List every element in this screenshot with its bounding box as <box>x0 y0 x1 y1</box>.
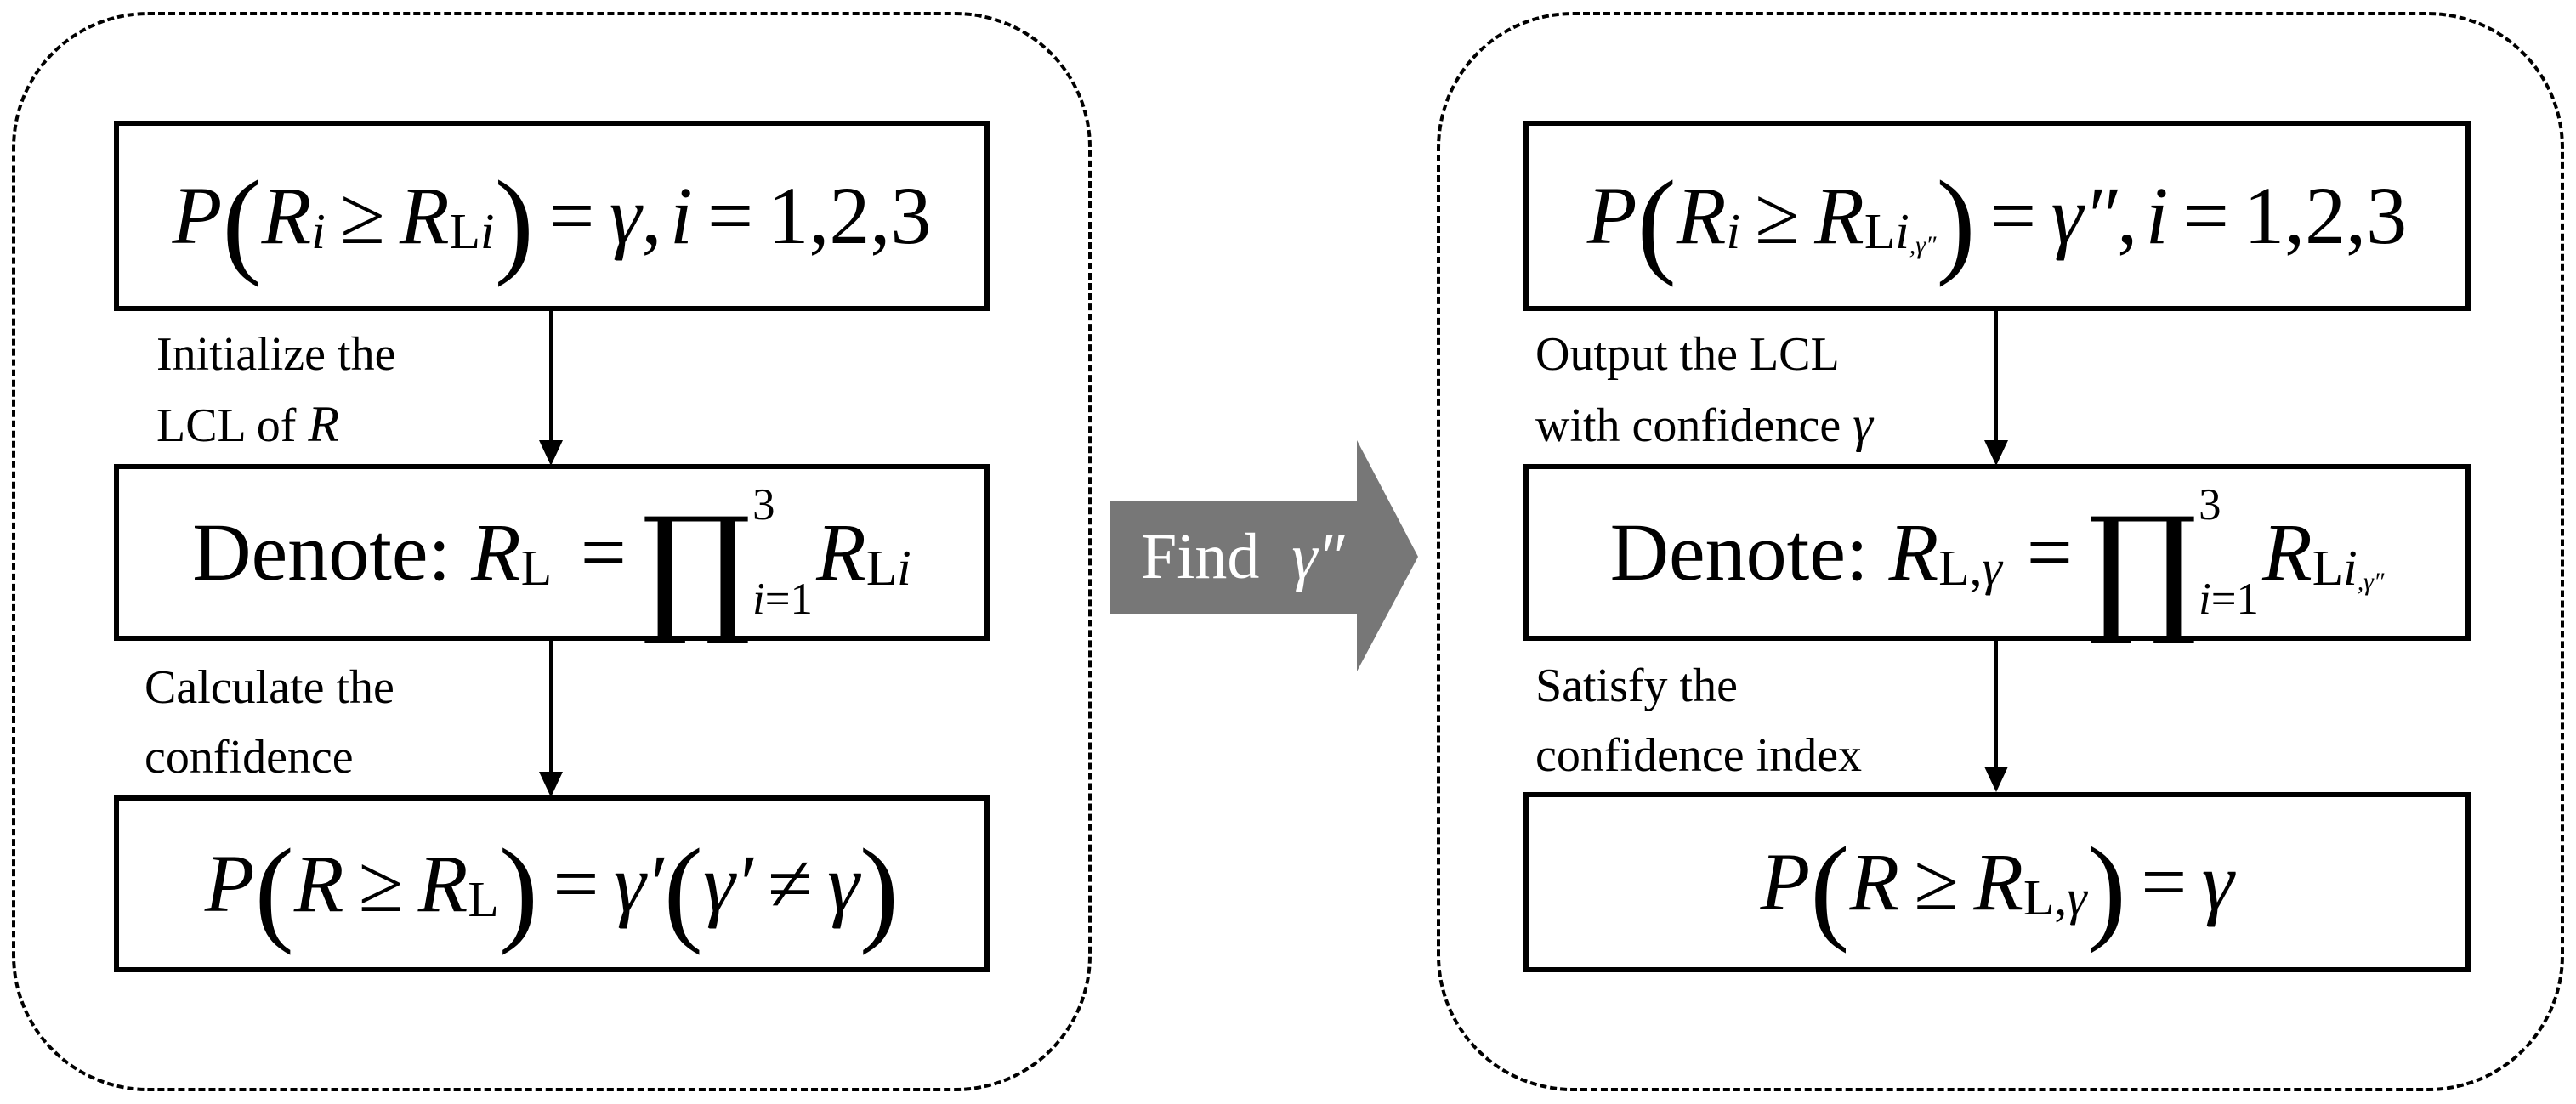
label-line-2: with confidence <box>1535 399 1841 452</box>
sub-l: L <box>449 203 481 260</box>
right-dashed-panel <box>1437 12 2564 1091</box>
geq-symbol: ≥ <box>358 838 404 929</box>
index-i: i <box>2145 170 2169 261</box>
right-label-1: Output the LCL with confidence γ <box>1535 320 1873 461</box>
gamma-symbol: γ <box>2201 836 2234 927</box>
product-upper-limit: 3 <box>2199 480 2221 530</box>
index-i: i <box>670 170 693 261</box>
sub-l-2: L <box>865 540 898 597</box>
r-symbol: R <box>1888 507 1939 597</box>
equals-symbol: = <box>548 170 595 261</box>
find-label: Find γ″ <box>1110 506 1391 608</box>
r-symbol-2: R <box>816 507 866 597</box>
sub-l: L <box>1864 203 1896 260</box>
equals-symbol-2: = <box>2182 170 2229 261</box>
label-line-1: Output the LCL <box>1535 328 1840 381</box>
r-symbol: R <box>261 170 312 261</box>
gamma-symbol: γ <box>1853 396 1873 452</box>
p-symbol: P <box>1586 170 1637 261</box>
product-lower-index: i <box>752 575 765 625</box>
find-text: Find <box>1141 520 1260 592</box>
product-lower-value: =1 <box>2210 575 2259 625</box>
product-upper-limit: 3 <box>752 480 775 530</box>
gamma-prime: γ′ <box>613 838 664 929</box>
r-symbol-2: R <box>2262 507 2312 597</box>
index-values: 1,2,3 <box>768 170 932 261</box>
sub-gamma: γ <box>1982 540 2002 597</box>
gamma-double-prime: γ″ <box>1291 520 1344 592</box>
product-lower-index: i <box>2199 575 2211 625</box>
gamma-prime-2: γ′ <box>702 838 753 929</box>
product-symbol: ∏ <box>2087 488 2199 649</box>
sub-l: L, <box>1938 540 1983 597</box>
label-line-1: Calculate the <box>145 661 394 714</box>
equals-symbol: = <box>553 838 599 929</box>
left-dashed-panel <box>12 12 1092 1091</box>
equals-symbol-2: = <box>706 170 754 261</box>
sub-li: i <box>1895 203 1909 260</box>
label-line-2: confidence index <box>1535 729 1863 782</box>
sub-l: L <box>520 540 553 597</box>
p-symbol: P <box>1760 836 1811 927</box>
gamma-symbol: γ <box>609 170 642 261</box>
comma: , <box>2117 170 2138 261</box>
sub-l-2: L <box>2312 540 2344 597</box>
sub-gamma-double-prime: ,γ″ <box>2357 568 2385 597</box>
rl-symbol: R <box>1814 170 1864 261</box>
sub-i: i <box>2343 540 2358 597</box>
label-line-2: LCL of <box>156 399 297 452</box>
rl-symbol: R <box>400 170 450 261</box>
gamma-double-prime: γ″ <box>2051 170 2118 261</box>
sub-i: i <box>1726 203 1741 260</box>
denote-label: Denote: <box>1609 507 1869 597</box>
comma: , <box>641 170 662 261</box>
r-symbol: R <box>308 396 339 452</box>
equals-symbol: = <box>580 507 627 597</box>
geq-symbol: ≥ <box>1755 170 1800 261</box>
index-values: 1,2,3 <box>2244 170 2408 261</box>
p-symbol: P <box>172 170 223 261</box>
left-label-2: Calculate the confidence <box>145 653 394 792</box>
right-label-2: Satisfy the confidence index <box>1535 651 1862 790</box>
product-symbol: ∏ <box>641 488 752 649</box>
equals-symbol: = <box>2026 507 2073 597</box>
p-symbol: P <box>204 838 255 929</box>
rl-symbol: R <box>417 838 468 929</box>
sub-l: L <box>468 871 499 928</box>
label-line-1: Satisfy the <box>1535 660 1738 712</box>
label-line-2: confidence <box>145 731 354 784</box>
r-symbol: R <box>1676 170 1727 261</box>
geq-symbol: ≥ <box>1914 836 1960 927</box>
product-lower-value: =1 <box>764 575 813 625</box>
denote-label: Denote: <box>192 507 451 597</box>
sub-i: i <box>311 203 326 260</box>
sub-i: i <box>897 540 911 597</box>
equals-symbol: = <box>2141 836 2187 927</box>
sub-gamma: γ <box>2067 869 2087 926</box>
neq-symbol: ≠ <box>768 838 813 929</box>
left-label-1: Initialize the LCL of R <box>156 320 395 461</box>
r-symbol: R <box>471 507 521 597</box>
rl-symbol: R <box>1973 836 2023 927</box>
equals-symbol: = <box>1989 170 2037 261</box>
r-symbol: R <box>1849 836 1900 927</box>
sub-l: L, <box>2023 869 2068 926</box>
sub-gamma-double-prime: ,γ″ <box>1909 231 1937 260</box>
gamma-symbol: γ <box>826 838 860 929</box>
r-symbol: R <box>293 838 344 929</box>
geq-symbol: ≥ <box>340 170 385 261</box>
label-line-1: Initialize the <box>156 328 396 381</box>
sub-li: i <box>480 203 495 260</box>
